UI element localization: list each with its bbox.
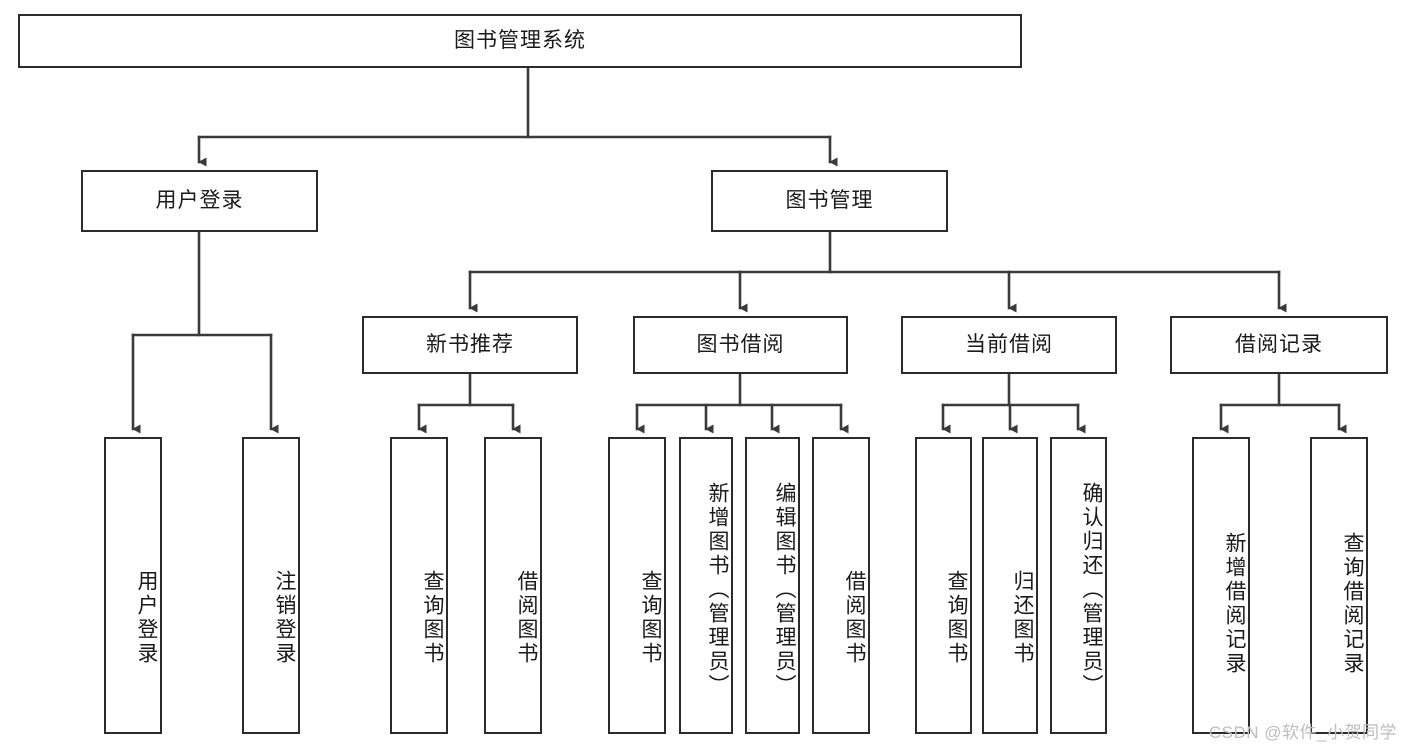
node-leaf-return-book-label: 归还图书: [1011, 569, 1034, 666]
node-leaf-query-book-borrow[interactable]: 查询图书: [608, 437, 666, 734]
node-new-book-recommend[interactable]: 新书推荐: [362, 316, 578, 374]
node-leaf-edit-book-admin[interactable]: 编辑图书（管理员）: [745, 437, 800, 734]
node-root[interactable]: 图书管理系统: [18, 14, 1022, 68]
node-user-login[interactable]: 用户登录: [81, 170, 318, 232]
node-leaf-user-login[interactable]: 用户登录: [104, 437, 162, 734]
node-leaf-query-book-recommend-label: 查询图书: [421, 569, 444, 666]
node-leaf-query-book-recommend[interactable]: 查询图书: [390, 437, 448, 734]
node-leaf-add-book-admin-label: 新增图书（管理员）: [706, 481, 729, 698]
node-book-borrow-label: 图书借阅: [696, 333, 785, 357]
node-leaf-add-borrow-record[interactable]: 新增借阅记录: [1192, 437, 1250, 734]
node-leaf-confirm-return-admin-label: 确认归还（管理员）: [1080, 481, 1103, 698]
node-leaf-borrow-book[interactable]: 借阅图书: [812, 437, 870, 734]
node-leaf-borrow-book-label: 借阅图书: [843, 569, 866, 666]
node-root-label: 图书管理系统: [454, 29, 586, 53]
node-current-borrow-label: 当前借阅: [965, 333, 1053, 357]
node-leaf-query-borrow-record-label: 查询借阅记录: [1341, 531, 1364, 676]
node-leaf-confirm-return-admin[interactable]: 确认归还（管理员）: [1050, 437, 1107, 734]
watermark-text: CSDN @软件_小贺同学: [1208, 723, 1397, 742]
node-leaf-borrow-book-recommend[interactable]: 借阅图书: [484, 437, 542, 734]
node-leaf-return-book[interactable]: 归还图书: [982, 437, 1038, 734]
node-leaf-logout[interactable]: 注销登录: [242, 437, 300, 734]
node-user-login-label: 用户登录: [155, 189, 244, 213]
node-leaf-query-borrow-record[interactable]: 查询借阅记录: [1310, 437, 1368, 734]
node-leaf-query-book-borrow-label: 查询图书: [639, 569, 662, 666]
node-leaf-add-book-admin[interactable]: 新增图书（管理员）: [679, 437, 733, 734]
node-leaf-borrow-book-recommend-label: 借阅图书: [515, 569, 538, 666]
node-book-management[interactable]: 图书管理: [711, 170, 948, 232]
node-leaf-logout-label: 注销登录: [273, 569, 296, 666]
node-book-management-label: 图书管理: [785, 189, 874, 213]
node-leaf-user-login-label: 用户登录: [135, 569, 158, 666]
node-new-book-recommend-label: 新书推荐: [426, 333, 514, 357]
node-leaf-query-book-current-label: 查询图书: [945, 569, 968, 666]
node-leaf-edit-book-admin-label: 编辑图书（管理员）: [773, 481, 796, 698]
node-borrow-records-label: 借阅记录: [1235, 333, 1323, 357]
node-leaf-add-borrow-record-label: 新增借阅记录: [1223, 531, 1246, 676]
node-leaf-query-book-current[interactable]: 查询图书: [915, 437, 972, 734]
node-book-borrow[interactable]: 图书借阅: [633, 316, 848, 374]
node-current-borrow[interactable]: 当前借阅: [901, 316, 1117, 374]
node-borrow-records[interactable]: 借阅记录: [1170, 316, 1388, 374]
